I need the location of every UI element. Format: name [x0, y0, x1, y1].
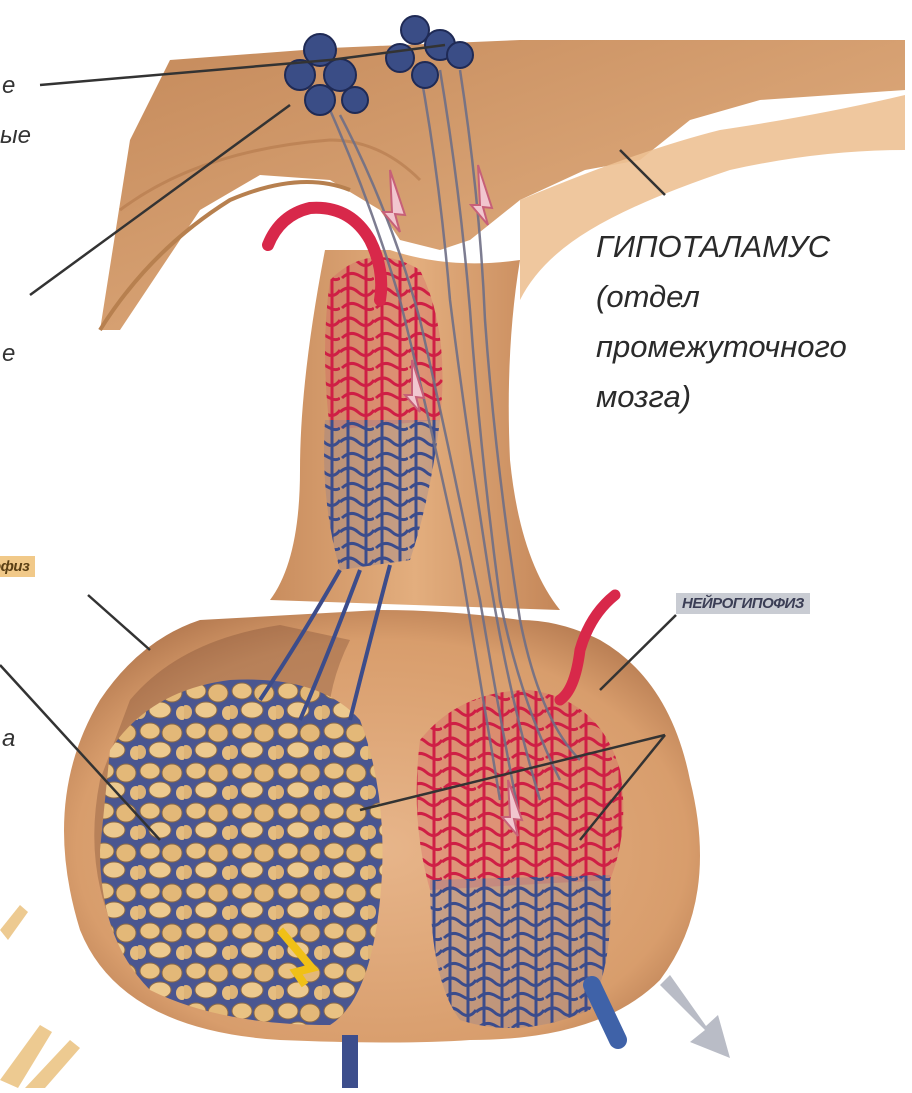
neurohypophysis-tag: НЕЙРОГИПОФИЗ	[676, 593, 810, 614]
left-label-fragment: ые	[0, 122, 31, 150]
hypothalamus-label: ГИПОТАЛАМУС (отдел промежуточного мозга)	[596, 222, 847, 422]
left-label-fragment: е	[2, 340, 15, 368]
portal-vein-outflow	[342, 1035, 358, 1088]
left-label-fragment: е	[2, 72, 15, 100]
neurohypophysis-capillaries-blue	[430, 875, 611, 1028]
blood-flow-arrow-icon	[660, 975, 730, 1058]
hypothalamus-title: ГИПОТАЛАМУС	[596, 222, 847, 272]
hypothalamus-desc-3: мозга)	[596, 372, 847, 422]
hypothalamus-desc-1: (отдел	[596, 272, 847, 322]
neurohypophysis-capillaries-red	[417, 690, 624, 890]
adenohypophysis-cells	[100, 680, 383, 1026]
adenohypophysis-tag: офиз	[0, 556, 35, 577]
left-label-fragment: а	[2, 725, 15, 753]
hypothalamus-desc-2: промежуточного	[596, 322, 847, 372]
blood-flow-arrow-icon	[0, 905, 28, 940]
